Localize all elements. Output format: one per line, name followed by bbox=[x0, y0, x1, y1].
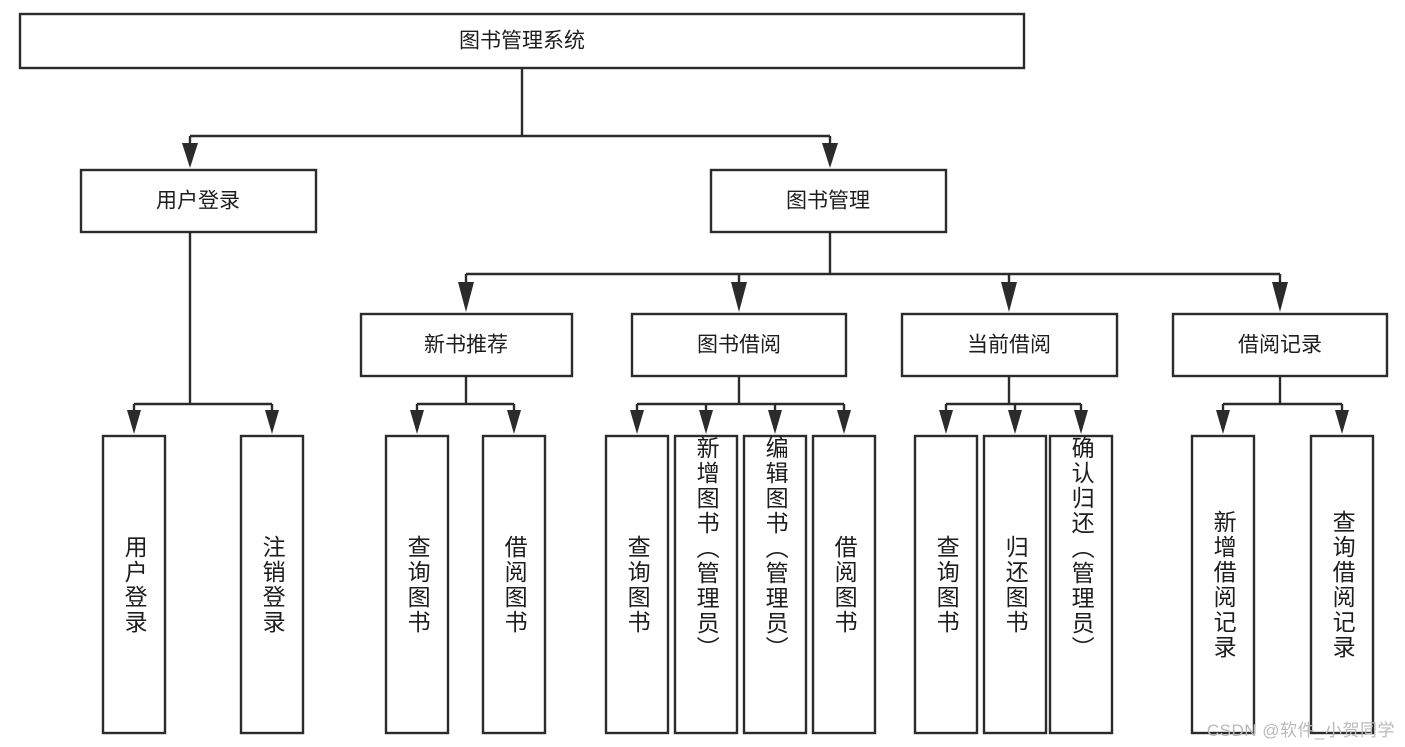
connector-group-root-to-level2 bbox=[182, 68, 838, 168]
arrowhead-borrow-records bbox=[1272, 282, 1288, 312]
arrowhead-leaf-1 bbox=[127, 410, 141, 434]
node-user-login[interactable]: 用户登录 bbox=[79, 168, 318, 234]
node-book-management-label: 图书管理 bbox=[786, 190, 870, 213]
arrowhead-book-borrow bbox=[731, 282, 747, 312]
leaf-query-book-current-box[interactable] bbox=[913, 434, 979, 735]
arrowhead-leaf-3 bbox=[410, 410, 424, 434]
leaf-add-book-admin-box[interactable] bbox=[673, 434, 739, 735]
arrowhead-leaf-10 bbox=[1008, 410, 1022, 434]
node-current-borrow-box[interactable] bbox=[900, 312, 1119, 378]
arrowhead-leaf-6 bbox=[699, 410, 713, 434]
connector-group-new-book-to-leaves bbox=[410, 376, 521, 434]
arrowhead-leaf-13 bbox=[1335, 410, 1349, 434]
node-new-book-recommendation[interactable]: 新书推荐 bbox=[359, 312, 574, 378]
leaf-query-book-recommend-box[interactable] bbox=[384, 434, 450, 735]
arrowhead-current-borrow bbox=[1001, 282, 1017, 312]
node-new-book-recommendation-label: 新书推荐 bbox=[424, 334, 508, 357]
arrowhead-leaf-11 bbox=[1074, 410, 1088, 434]
node-user-login-label: 用户登录 bbox=[156, 190, 240, 213]
arrowhead-user-login bbox=[182, 143, 198, 168]
leaf-borrow-book-recommend-box[interactable] bbox=[481, 434, 547, 735]
node-borrow-records-label: 借阅记录 bbox=[1238, 334, 1322, 357]
node-current-borrow[interactable]: 当前借阅 bbox=[900, 312, 1119, 378]
node-borrow-records-box[interactable] bbox=[1171, 312, 1389, 378]
node-current-borrow-label: 当前借阅 bbox=[967, 334, 1051, 357]
leaf-edit-book-admin-box[interactable] bbox=[742, 434, 808, 735]
node-book-management-box[interactable] bbox=[709, 168, 948, 234]
node-root-library-management-system[interactable]: 图书管理系统 bbox=[18, 12, 1026, 70]
arrowhead-leaf-9 bbox=[939, 410, 953, 434]
leaf-confirm-return-admin-box[interactable] bbox=[1048, 434, 1114, 735]
arrowhead-leaf-12 bbox=[1216, 410, 1230, 434]
connector-group-borrow-records-to-leaves bbox=[1216, 376, 1349, 434]
leaf-user-login-box[interactable] bbox=[101, 434, 167, 735]
arrowhead-book-management bbox=[822, 143, 838, 168]
arrowhead-leaf-8 bbox=[837, 410, 851, 434]
leaf-box-group bbox=[101, 434, 1375, 735]
leaf-query-book-borrow-box[interactable] bbox=[604, 434, 670, 735]
node-user-login-box[interactable] bbox=[79, 168, 318, 234]
node-book-borrow-label: 图书借阅 bbox=[697, 334, 781, 357]
connector-group-user-login-to-leaves bbox=[127, 232, 279, 434]
leaf-borrow-book-box[interactable] bbox=[811, 434, 877, 735]
leaf-add-borrow-record-box[interactable] bbox=[1190, 434, 1256, 735]
node-root-label: 图书管理系统 bbox=[459, 30, 585, 53]
leaf-query-borrow-record-box[interactable] bbox=[1309, 434, 1375, 735]
arrowhead-leaf-4 bbox=[507, 410, 521, 434]
node-book-borrow-box[interactable] bbox=[630, 312, 848, 378]
node-book-borrow[interactable]: 图书借阅 bbox=[630, 312, 848, 378]
leaf-logout-box[interactable] bbox=[239, 434, 305, 735]
connector-group-current-borrow-to-leaves bbox=[939, 376, 1088, 434]
connector-group-book-management-to-level3 bbox=[458, 232, 1288, 312]
node-book-management[interactable]: 图书管理 bbox=[709, 168, 948, 234]
arrowhead-new-book-recommendation bbox=[458, 282, 474, 312]
node-borrow-records[interactable]: 借阅记录 bbox=[1171, 312, 1389, 378]
arrowhead-leaf-5 bbox=[630, 410, 644, 434]
arrowhead-leaf-2 bbox=[265, 410, 279, 434]
node-new-book-recommendation-box[interactable] bbox=[359, 312, 574, 378]
leaf-return-book-box[interactable] bbox=[982, 434, 1048, 735]
node-root-box[interactable] bbox=[18, 12, 1026, 70]
arrowhead-leaf-7 bbox=[768, 410, 782, 434]
connector-group-book-borrow-to-leaves bbox=[630, 376, 851, 434]
